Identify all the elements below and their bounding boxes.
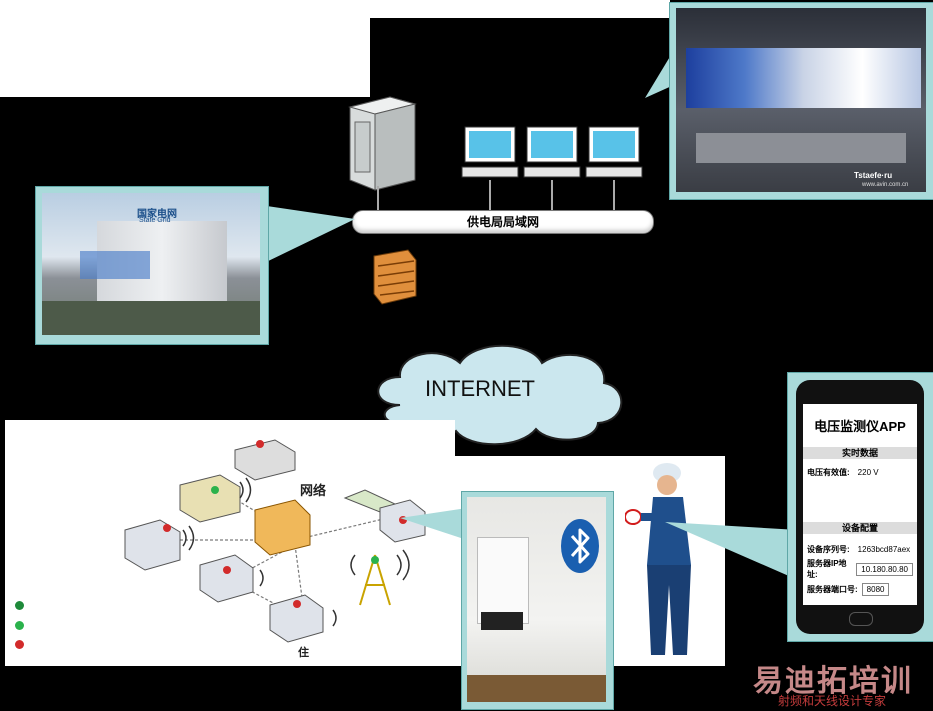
phone-screen: 电压监测仪APP 实时数据 电压有效值: 220 V 设备配置 设备序列号: 1… [803, 404, 917, 605]
server-tower-icon [348, 96, 417, 191]
firewall-icon [373, 249, 417, 305]
mesh-network-label-2: 住 [298, 647, 309, 659]
callout-pointer [400, 508, 467, 540]
control-room-photo: Tstaefe·ru www.avin.com.cn [676, 8, 926, 192]
mesh-network-label: 网络 [300, 483, 327, 498]
brand-tagline: 射频和天线设计专家 [778, 694, 887, 708]
server-ip-input[interactable]: 10.180.80.80 [856, 562, 913, 576]
serial-value: 1263bcd87aex [857, 545, 911, 554]
server-port-input[interactable]: 8080 [861, 583, 890, 596]
legend-dot-dark-green [15, 601, 24, 610]
legend-dot-red [15, 640, 24, 649]
top-middle-white [370, 0, 670, 18]
house-icon [179, 474, 241, 523]
voltage-row: 电压有效值: 220 V [807, 467, 913, 478]
internet-label: INTERNET [425, 376, 535, 401]
house-icon [269, 594, 324, 643]
worker-figure [625, 463, 691, 655]
mesh-network-panel [5, 420, 455, 666]
lan-bus: 供电局局域网 [352, 210, 654, 234]
realtime-section-header: 实时数据 [803, 447, 917, 459]
callout-pointer [665, 522, 798, 580]
radio-tower-icon [359, 554, 391, 606]
house-icon [199, 554, 254, 603]
top-left-white [0, 0, 370, 97]
workstation-icon [585, 126, 643, 178]
server-ip-label: 服务器IP地址: [807, 559, 847, 579]
legend-dot-green [15, 621, 24, 630]
server-port-row: 服务器端口号: 8080 [807, 583, 913, 596]
server-ip-row: 服务器IP地址: 10.180.80.80 [807, 558, 913, 580]
house-icon [234, 439, 296, 481]
phone-home-button[interactable] [849, 612, 873, 626]
callout-pointer [260, 205, 355, 265]
house-icon [254, 499, 311, 556]
building-photo: 国家电网 State Grid [42, 193, 260, 335]
voltage-label: 电压有效值: [807, 468, 850, 477]
serial-row: 设备序列号: 1263bcd87aex [807, 544, 913, 555]
brand-watermark: 易迪拓培训 [753, 665, 913, 698]
config-section-header: 设备配置 [803, 522, 917, 534]
control-room-watermark: Tstaefe·ru [854, 171, 893, 180]
lan-links [377, 180, 615, 210]
voltage-value: 220 V [857, 468, 879, 477]
server-port-label: 服务器端口号: [807, 585, 858, 594]
app-title: 电压监测仪APP [814, 419, 906, 434]
lan-label: 供电局局域网 [466, 215, 539, 229]
workstation-icon [523, 126, 581, 178]
mesh-network-diagram [124, 439, 426, 643]
serial-label: 设备序列号: [807, 545, 850, 554]
house-icon [124, 519, 181, 571]
building-sign-en: State Grid [139, 217, 171, 224]
bluetooth-icon [561, 519, 599, 573]
building-sign: 国家电网 [137, 209, 177, 220]
control-room-url: www.avin.com.cn [862, 182, 909, 188]
workstation-icon [461, 126, 519, 178]
